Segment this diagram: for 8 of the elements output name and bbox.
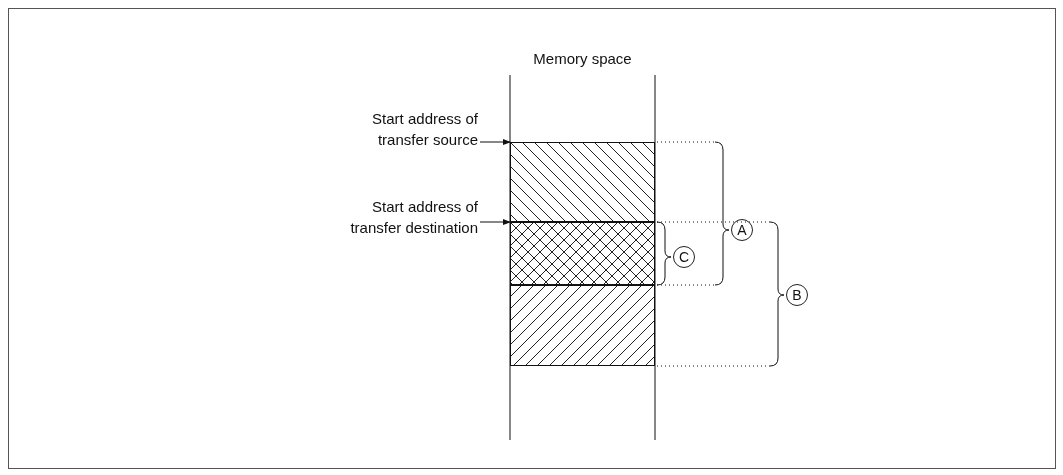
address-label: Start address of transfer source: [328, 108, 478, 150]
memory-region: [510, 142, 655, 222]
arrow: [479, 219, 511, 225]
memory-region: [510, 285, 655, 366]
column-title: Memory space: [532, 50, 633, 67]
arrow: [479, 139, 511, 145]
overlap-region: [510, 222, 655, 285]
address-label: Start address of transfer destination: [328, 196, 478, 238]
